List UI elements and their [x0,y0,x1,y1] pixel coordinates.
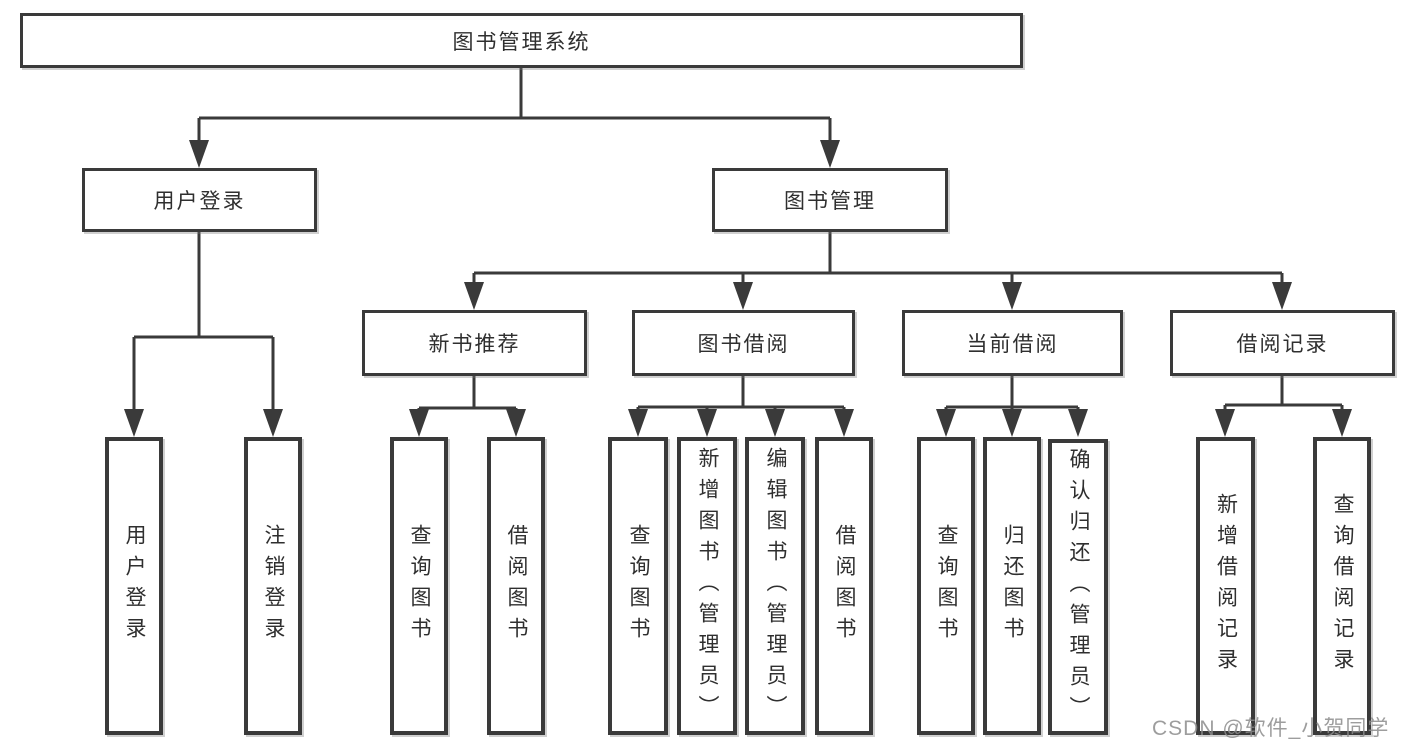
leaf-edit-books-admin: 编辑图书（管理员） [745,437,805,735]
leaf-query-books-current: 查询图书 [917,437,975,735]
leaf-query-borrow-record: 查询借阅记录 [1313,437,1371,735]
leaf-borrow-books: 借阅图书 [815,437,873,735]
arrowhead-icon [628,409,648,437]
arrowhead-icon [697,409,717,437]
arrowhead-icon [733,282,753,310]
arrowhead-icon [820,140,840,168]
node-root-library-system: 图书管理系统 [20,13,1023,68]
node-new-book-recommend: 新书推荐 [362,310,587,376]
leaf-add-books-admin: 新增图书（管理员） [677,437,737,735]
node-book-borrowing: 图书借阅 [632,310,855,376]
arrowhead-icon [834,409,854,437]
arrowhead-icon [124,409,144,437]
arrowhead-icon [1215,409,1235,437]
node-current-borrowing: 当前借阅 [902,310,1123,376]
arrowhead-icon [765,409,785,437]
node-book-management: 图书管理 [712,168,948,232]
node-borrowing-records: 借阅记录 [1170,310,1395,376]
leaf-return-books: 归还图书 [983,437,1041,735]
leaf-logout: 注销登录 [244,437,302,735]
arrowhead-icon [1002,282,1022,310]
arrowhead-icon [263,409,283,437]
leaf-query-books-newbooks: 查询图书 [390,437,448,735]
leaf-confirm-return-admin: 确认归还（管理员） [1048,439,1108,735]
arrowhead-icon [1068,409,1088,437]
arrowhead-icon [506,409,526,437]
arrowhead-icon [1332,409,1352,437]
arrowhead-icon [936,409,956,437]
arrowhead-icon [464,282,484,310]
node-user-login: 用户登录 [82,168,317,232]
leaf-user-login: 用户登录 [105,437,163,735]
arrowhead-icon [409,409,429,437]
arrowhead-icon [189,140,209,168]
arrowhead-icon [1272,282,1292,310]
leaf-borrow-books-newbooks: 借阅图书 [487,437,545,735]
leaf-query-books-borrowing: 查询图书 [608,437,668,735]
arrowhead-icon [1002,409,1022,437]
leaf-add-borrow-record: 新增借阅记录 [1196,437,1255,735]
